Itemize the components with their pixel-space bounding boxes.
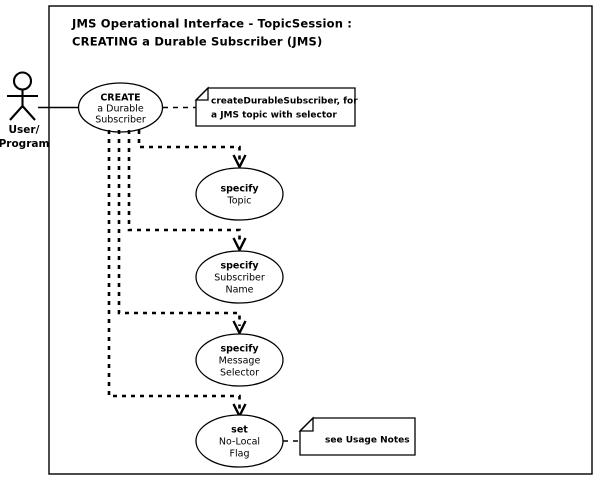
actor-stick-figure-icon: [7, 71, 38, 121]
use-case-specify-subscriber-name[interactable]: [195, 250, 284, 304]
use-case-set-no-local-flag-line2: No-Local: [219, 437, 260, 448]
actor-left-leg-icon: [9, 105, 24, 121]
use-case-specify-message-selector[interactable]: [195, 333, 284, 387]
use-case-set-no-local-flag-line1: set: [231, 425, 248, 436]
use-case-specify-message-selector-line3: Selector: [220, 368, 259, 379]
use-case-create-durable-subscriber-line1: CREATE: [100, 93, 140, 104]
use-case-create-durable-subscriber-line3: Subscriber: [95, 115, 146, 126]
use-case-set-no-local-flag-line3: Flag: [230, 449, 250, 460]
include-link-specify-message-selector: [117, 130, 241, 326]
use-case-specify-subscriber-name-line1: specify: [220, 261, 259, 272]
use-case-specify-message-selector-line1: specify: [220, 344, 259, 355]
use-case-create-durable-subscriber-line2: a Durable: [97, 104, 144, 115]
diagram-frame: [48, 5, 593, 475]
include-link-specify-topic: [137, 130, 241, 160]
use-case-specify-subscriber-name-line2: Subscriber: [214, 273, 265, 284]
actor-right-leg-icon: [21, 105, 36, 121]
use-case-specify-topic[interactable]: [195, 167, 284, 221]
arrowhead-specify-topic-icon: [232, 154, 247, 170]
note-fold-corner-icon: [194, 86, 209, 101]
arrowhead-specify-subscriber-name-icon: [232, 237, 247, 253]
actor-label-line2: Program: [0, 138, 49, 150]
diagram-title-line2: CREATING a Durable Subscriber (JMS): [72, 35, 322, 49]
use-case-specify-topic-line2: Topic: [227, 196, 252, 207]
actor-head-icon: [12, 71, 33, 91]
note-create-durable-subscriber-line1: createDurableSubscriber, for: [211, 97, 358, 107]
actor-label-line1: User/: [9, 124, 40, 136]
include-link-specify-subscriber-name: [127, 130, 241, 243]
diagram-title-line1: JMS Operational Interface - TopicSession…: [71, 17, 352, 31]
use-case-specify-message-selector-line2: Message: [219, 356, 261, 367]
note-fold-corner-usage-icon: [298, 416, 314, 432]
use-case-specify-subscriber-name-line3: Name: [225, 285, 253, 296]
use-case-specify-topic-line1: specify: [220, 184, 259, 195]
note-usage-notes-line1: see Usage Notes: [325, 436, 410, 446]
arrowhead-specify-message-selector-icon: [232, 320, 247, 336]
note-create-durable-subscriber-line2: a JMS topic with selector: [211, 111, 337, 121]
use-case-create-durable-subscriber[interactable]: [77, 82, 164, 133]
